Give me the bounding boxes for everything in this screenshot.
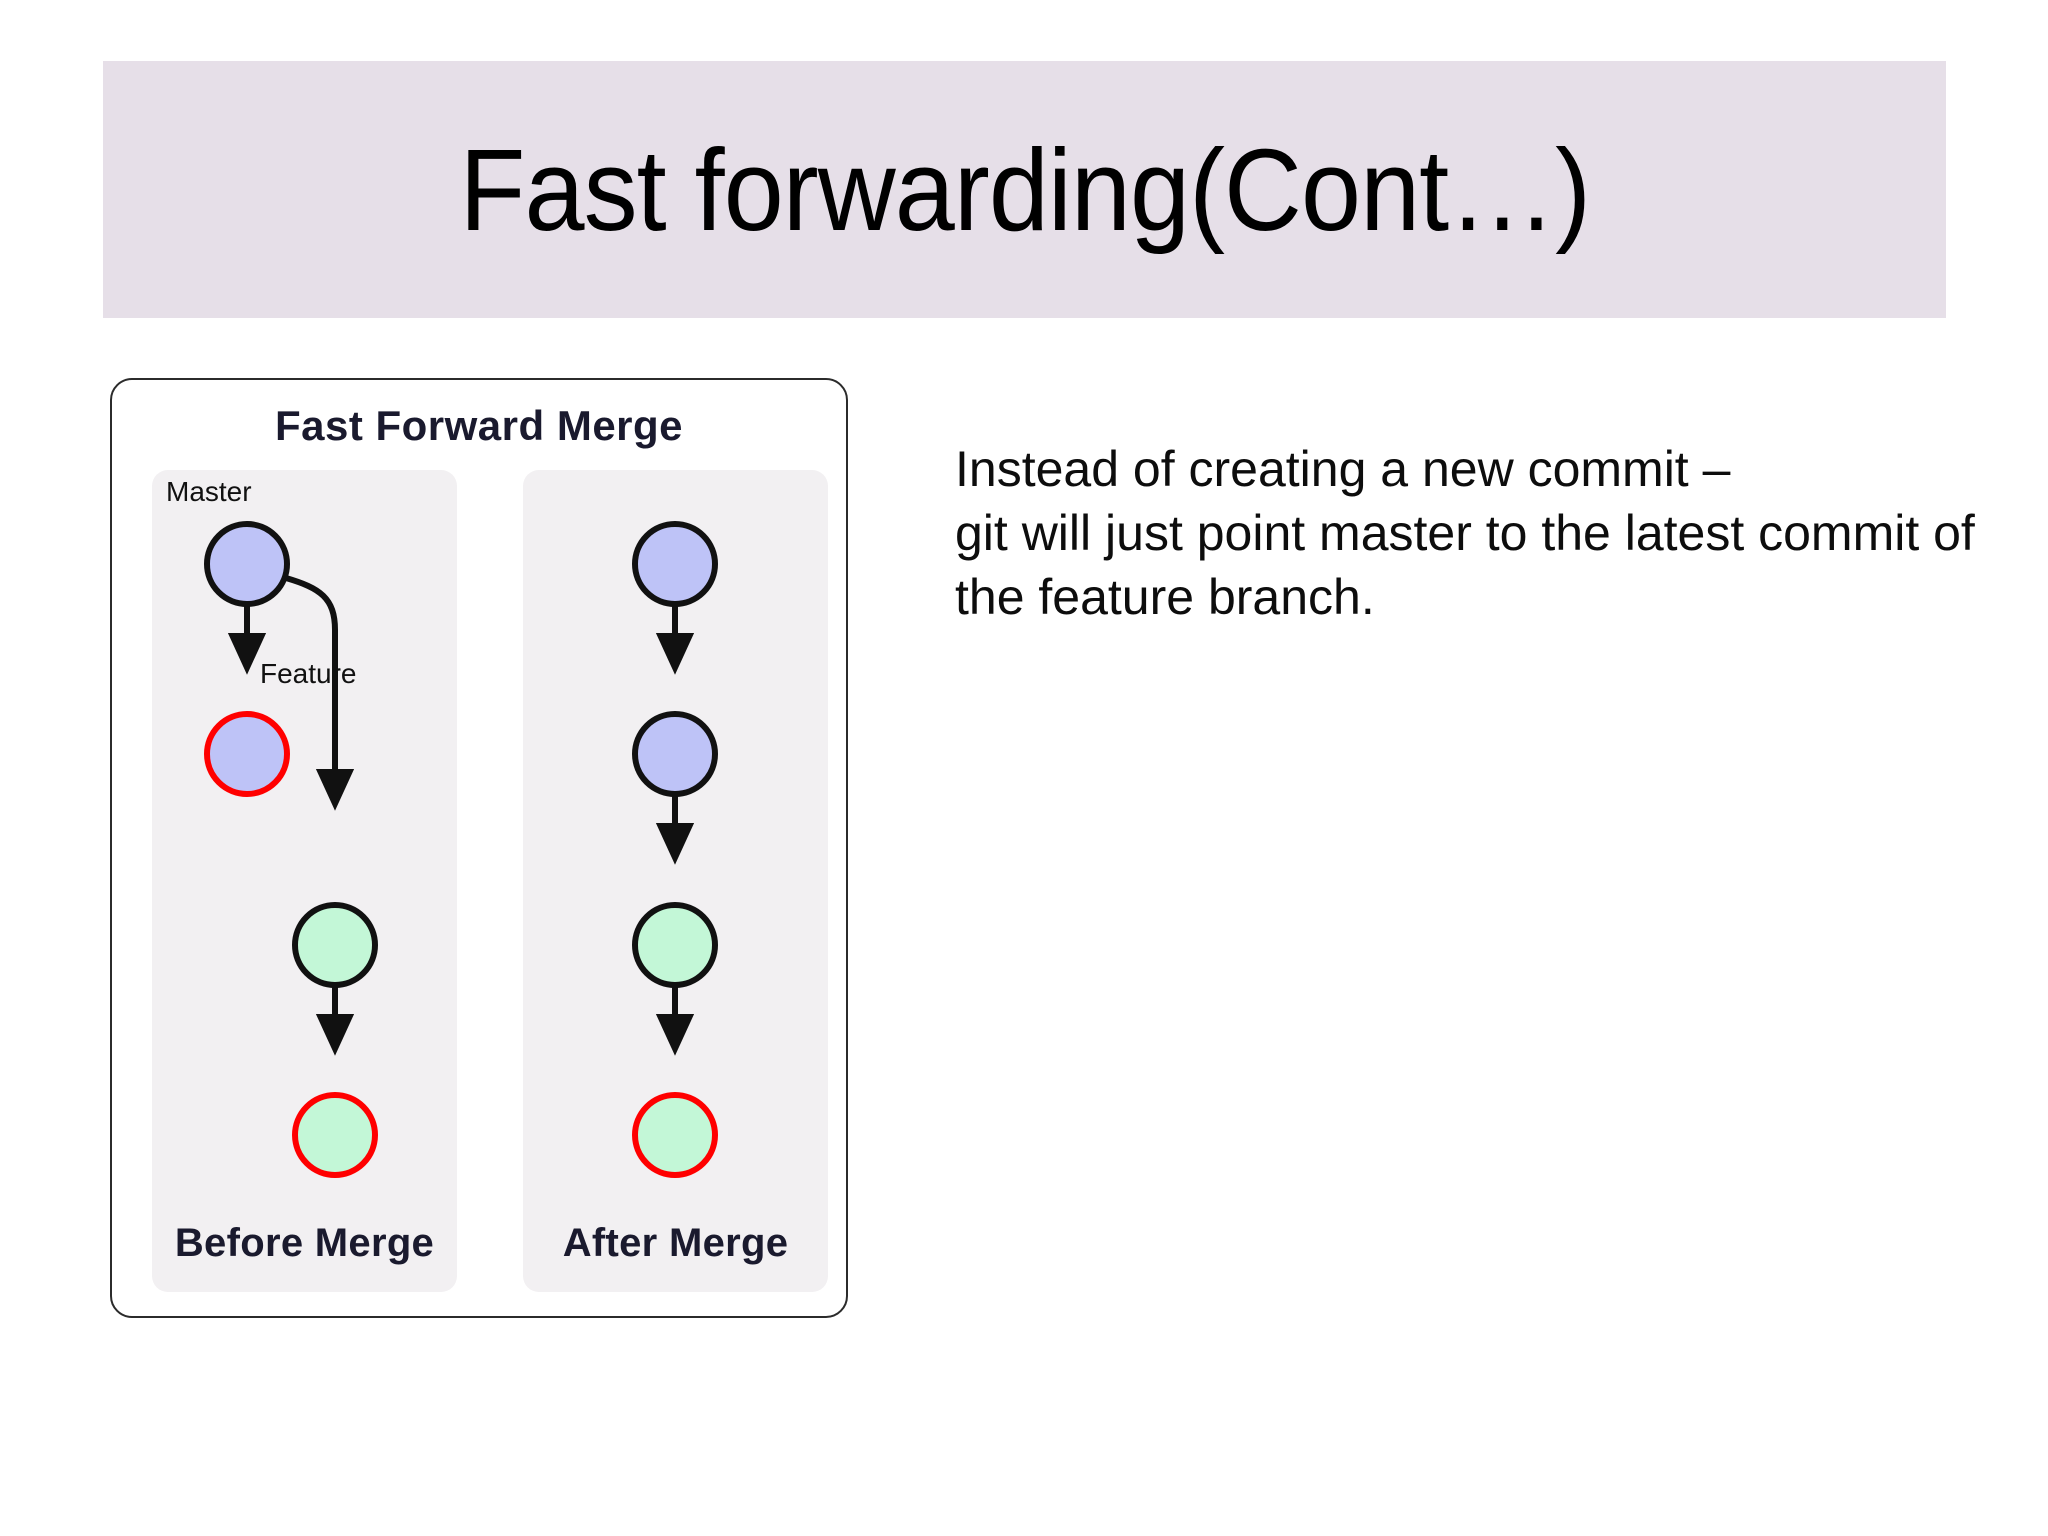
commit-node-after-4-head <box>632 1092 718 1178</box>
slide-title-banner: Fast forwarding(Cont…) <box>103 61 1946 318</box>
page-title: Fast forwarding(Cont…) <box>459 124 1591 255</box>
commit-graph-after <box>632 521 718 1178</box>
caption-before-merge: Before Merge <box>174 1221 435 1265</box>
branch-label-feature: Feature <box>260 658 357 689</box>
commit-graph-before <box>204 521 378 1178</box>
commit-node-feature-2-head <box>292 1092 378 1178</box>
commit-node-after-3 <box>632 902 718 988</box>
explanation-line-1: Instead of creating a new commit – <box>955 441 1731 497</box>
explanation-line-2: git will just point master to the latest… <box>955 505 1975 561</box>
commit-node-master-1 <box>204 521 290 607</box>
branch-label-master: Master <box>166 476 252 507</box>
edge-master2-feature1 <box>285 575 355 811</box>
explanation-text: Instead of creating a new commit – git w… <box>955 437 1975 629</box>
commit-node-after-1 <box>632 521 718 607</box>
diagram-title: Fast Forward Merge <box>274 402 684 449</box>
commit-node-feature-1 <box>292 902 378 988</box>
commit-node-master-2-head <box>204 711 290 797</box>
commit-node-after-2 <box>632 711 718 797</box>
panel-after-merge: After Merge <box>523 470 828 1292</box>
caption-after-merge: After Merge <box>562 1221 789 1265</box>
panel-before-merge: Master Feature Before Merge <box>152 470 457 1292</box>
explanation-line-3: the feature branch. <box>955 569 1375 625</box>
fast-forward-merge-diagram: Fast Forward Merge Master Feature Before… <box>110 378 848 1318</box>
